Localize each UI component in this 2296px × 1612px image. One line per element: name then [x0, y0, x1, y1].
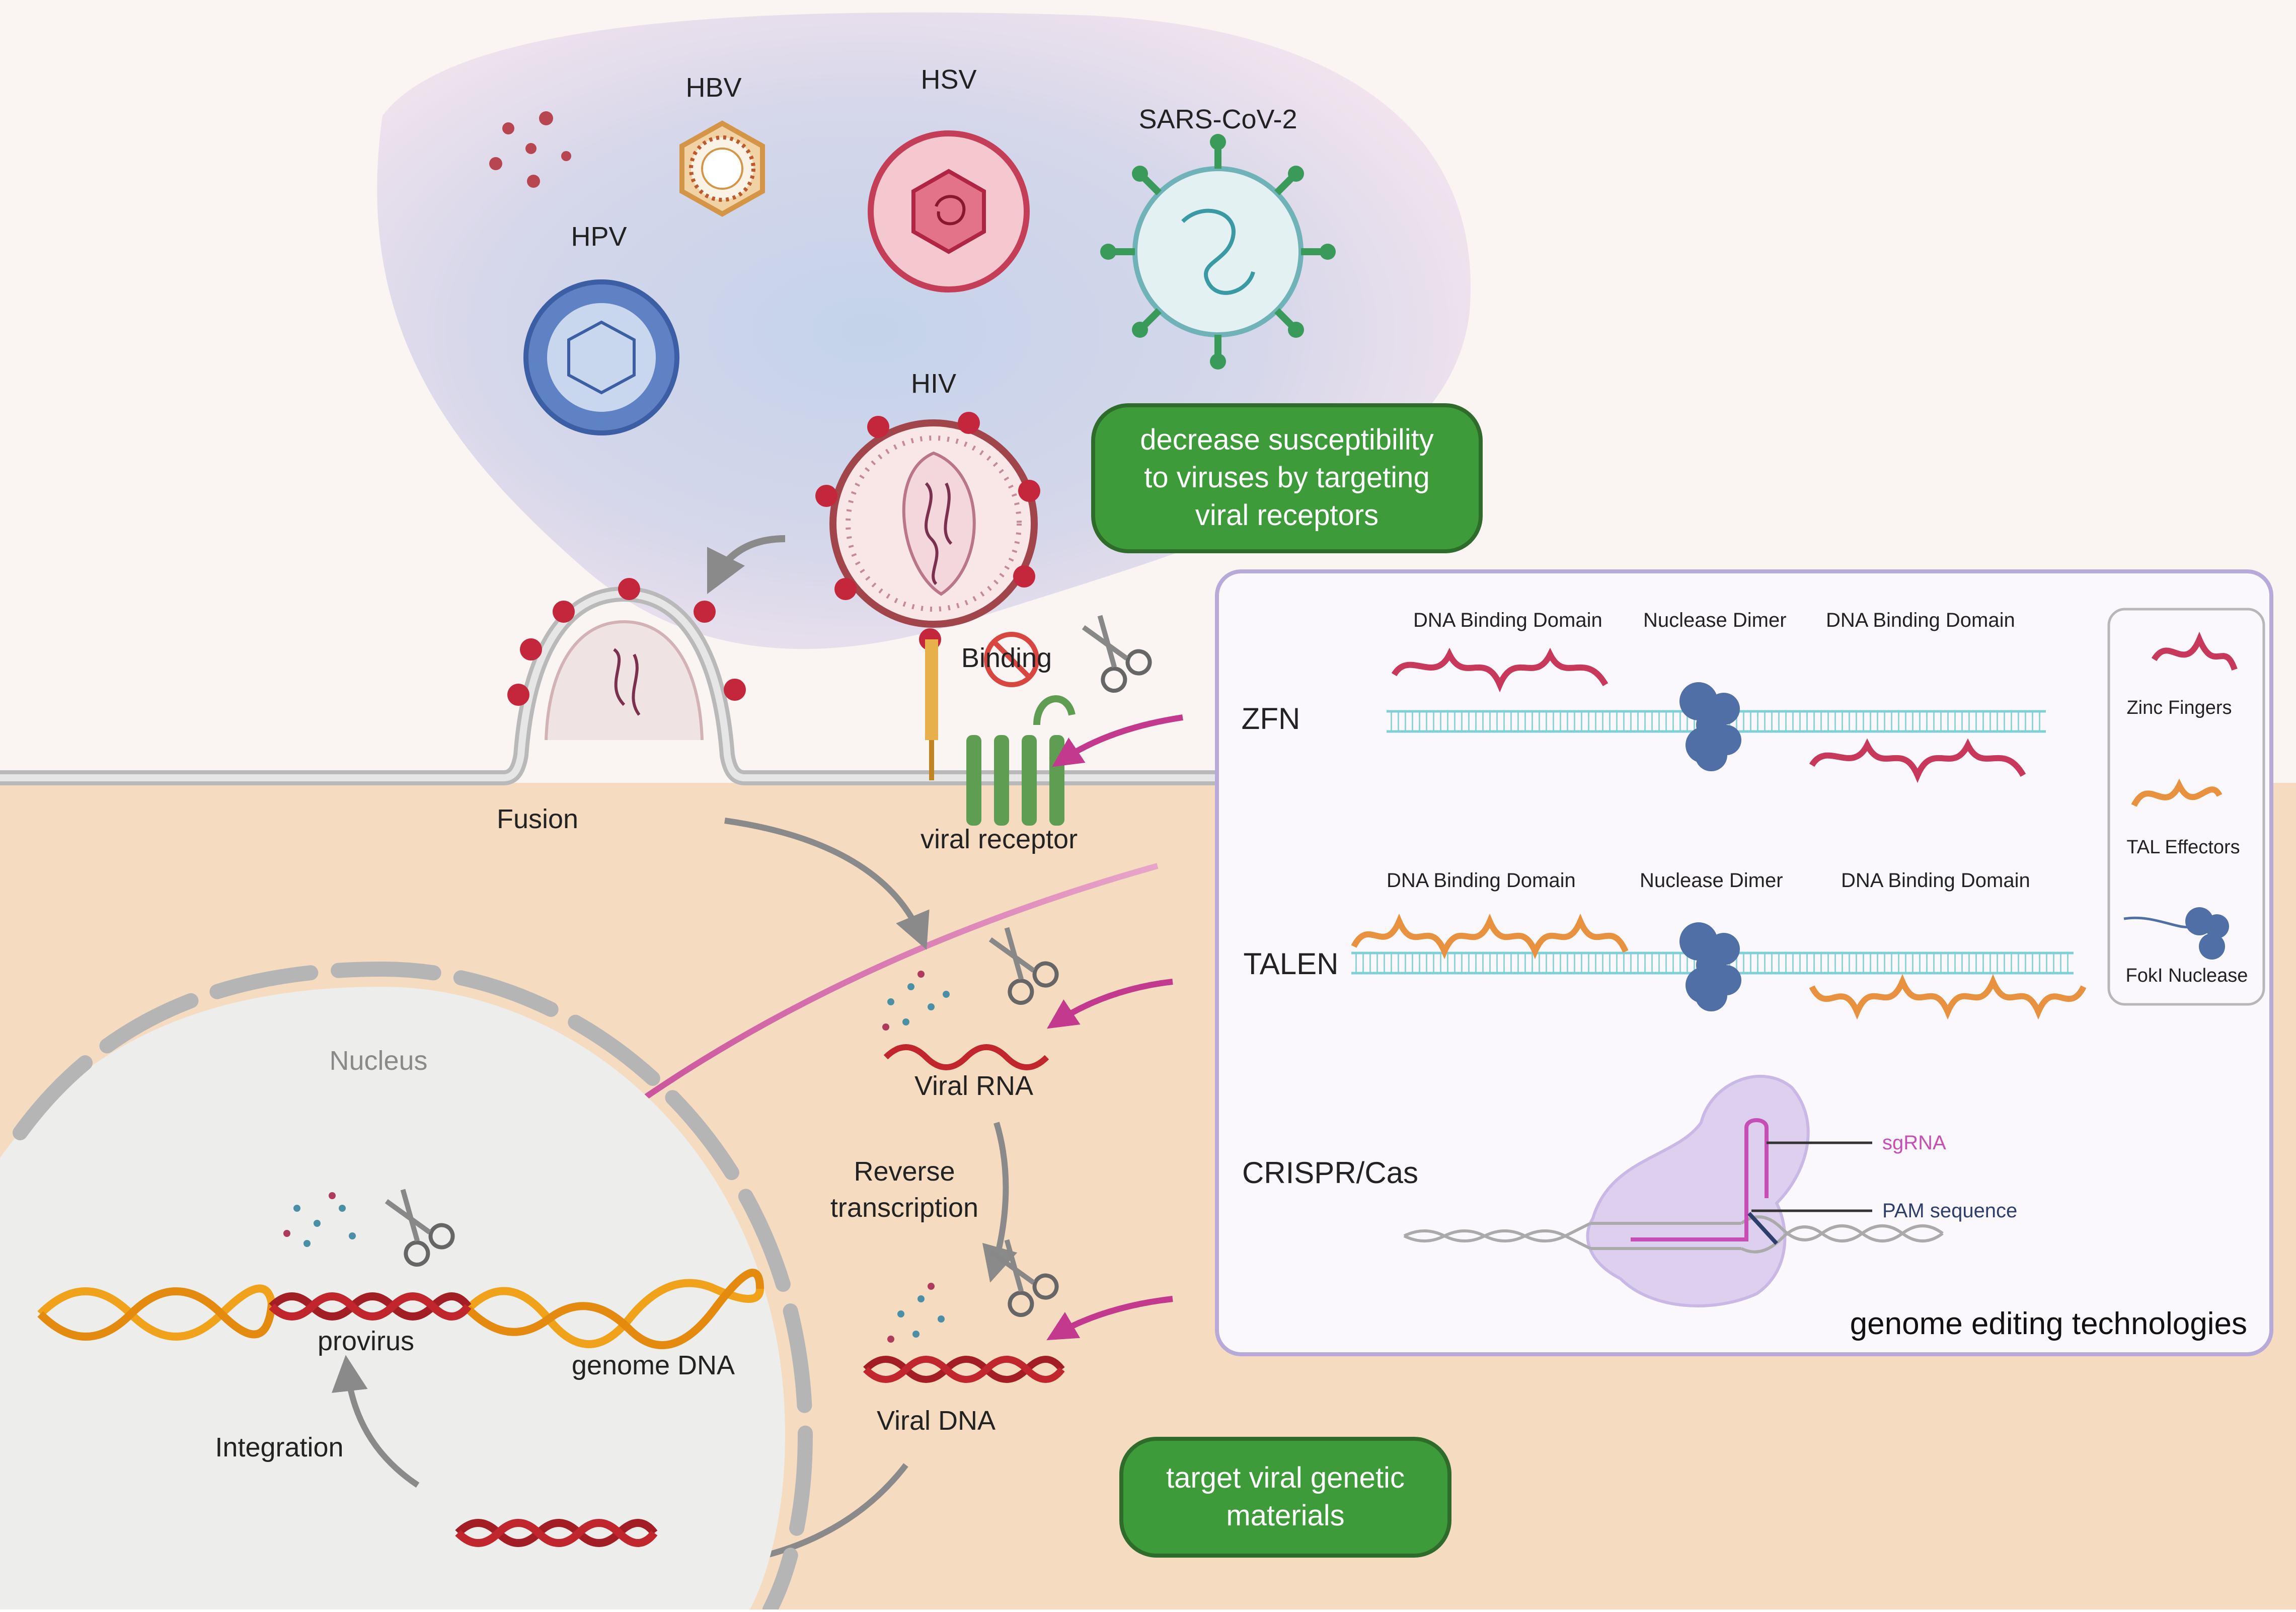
zinc-finger-legend-icon [2151, 631, 2238, 671]
hiv-glycoprotein-stalk [925, 639, 938, 780]
fusion-label: Fusion [497, 804, 578, 834]
foki-nuclease-dimer [1679, 922, 1741, 1011]
talen-label: TALEN [1244, 947, 1339, 981]
genetic-callout: target viral genetic materials [1119, 1437, 1451, 1558]
talen-domain-left: DNA Binding Domain [1387, 869, 1576, 892]
genetic-callout-line1: target viral genetic [1166, 1461, 1405, 1494]
zfn-label: ZFN [1242, 702, 1300, 736]
hiv-label: HIV [911, 369, 956, 399]
entry-arrow [707, 535, 786, 595]
legend-foki-nuclease: FokI Nuclease [2126, 965, 2248, 986]
genetic-callout-line2: materials [1226, 1499, 1344, 1532]
pam-sequence-label: PAM sequence [1882, 1200, 2017, 1222]
zfn-domain-left: DNA Binding Domain [1413, 609, 1602, 631]
hpv-virus-icon [523, 279, 679, 435]
fusion-to-rna-arrow [724, 818, 930, 950]
talen-nuclease-label: Nuclease Dimer [1640, 869, 1783, 892]
receptor-callout-line3: viral receptors [1195, 499, 1379, 532]
panel-title: genome editing technologies [1850, 1306, 2247, 1341]
pam-sequence-icon [1747, 1212, 1778, 1245]
crispr-label: CRISPR/Cas [1242, 1156, 1418, 1190]
viral-dna-label: Viral DNA [877, 1406, 996, 1436]
reverse-transcription-line2: transcription [830, 1193, 978, 1223]
zfn-domain-right: DNA Binding Domain [1826, 609, 2015, 631]
talen-domain-right: DNA Binding Domain [1841, 869, 2030, 892]
zinc-finger-domains [1391, 647, 2026, 783]
hsv-virus-icon [868, 130, 1030, 292]
sgrna-label: sgRNA [1882, 1132, 1946, 1154]
reverse-transcription-arrow [982, 1122, 1018, 1283]
legend-box: Zinc Fingers TAL Effectors FokI Nuclease [2107, 608, 2265, 1006]
binding-label: Binding [961, 643, 1052, 673]
sars-cov-2-virus-icon [1100, 134, 1336, 370]
hpv-label: HPV [571, 222, 627, 252]
hbv-virus-icon [679, 120, 765, 217]
tal-effector-legend-icon [2131, 778, 2223, 807]
foki-nuclease-dimer [1679, 682, 1741, 771]
scissors-icon [988, 927, 1059, 1005]
receptor-callout-line1: decrease susceptibility [1140, 423, 1434, 456]
legend-tal-effectors: TAL Effectors [2126, 837, 2240, 858]
hsv-label: HSV [921, 64, 976, 95]
provirus-label: provirus [318, 1326, 414, 1356]
genome-editing-panel: ZFN DNA Binding Domain Nuclease Dimer DN… [1215, 569, 2273, 1356]
target-dna-arrow [1046, 1296, 1173, 1341]
fusion-virus-icon [507, 578, 746, 741]
zfn-nuclease-label: Nuclease Dimer [1643, 609, 1787, 631]
genome-dna-icon [37, 1269, 764, 1349]
reverse-transcription-line1: Reverse [854, 1156, 955, 1187]
target-receptor-arrow [1052, 714, 1183, 767]
sgrna-icon [1631, 1118, 1769, 1241]
viral-dna-icon [863, 1283, 1065, 1383]
viral-rna-icon [882, 971, 1049, 1070]
scissors-icon [1082, 615, 1152, 693]
provirus-fragments [283, 1192, 356, 1247]
viral-rna-label: Viral RNA [914, 1071, 1033, 1101]
hbv-label: HBV [685, 72, 741, 103]
nucleus [0, 961, 813, 1612]
integration-arrow [332, 1355, 420, 1488]
integration-label: Integration [215, 1432, 343, 1462]
scissors-icon [385, 1189, 455, 1267]
receptor-callout: decrease susceptibility to viruses by ta… [1091, 403, 1483, 553]
provirus-icon [269, 1292, 472, 1321]
integrating-dna-icon [455, 1519, 658, 1547]
foki-legend-icon [2123, 907, 2229, 960]
nucleus-label: Nucleus [329, 1046, 427, 1076]
legend-zinc-fingers: Zinc Fingers [2126, 697, 2232, 718]
no-entry-icon [984, 632, 1039, 687]
tal-effector-domains [1351, 913, 2087, 1020]
viral-receptor-label: viral receptor [921, 824, 1078, 854]
hiv-virus-icon [815, 412, 1040, 650]
target-rna-arrow [1047, 979, 1173, 1029]
receptor-callout-line2: to viruses by targeting [1144, 461, 1429, 494]
sars-cov-2-label: SARS-CoV-2 [1138, 104, 1297, 134]
genome-dna-label: genome DNA [572, 1350, 735, 1380]
crispr-dna [1403, 1215, 1944, 1254]
scissors-icon [988, 1239, 1059, 1317]
small-virus-particles [489, 111, 571, 188]
